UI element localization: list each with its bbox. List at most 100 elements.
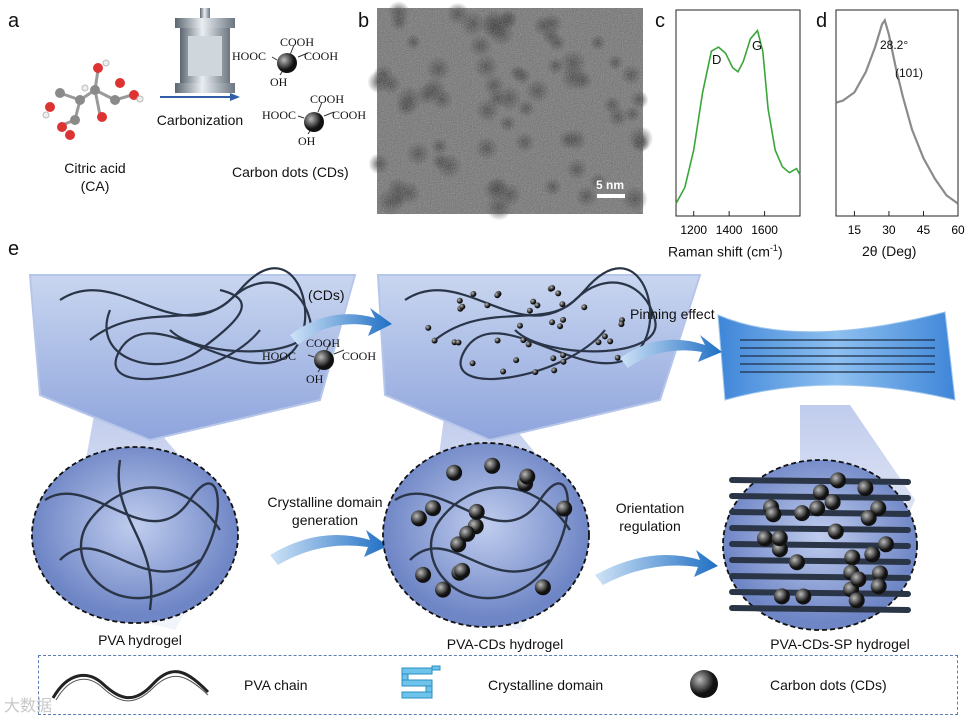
carbon-dot (519, 469, 535, 485)
aligned-pva-chain (732, 528, 908, 530)
carbon-dot (871, 578, 887, 594)
x-tick-label: 1600 (751, 223, 778, 237)
carbon-dot (457, 298, 463, 304)
orientation-label-1: Orientation (590, 500, 710, 516)
raman-xlabel: Raman shift (cm-1) (668, 243, 783, 260)
crystalline-domain-label-2: generation (255, 512, 395, 528)
carbon-dot (789, 554, 805, 570)
carbon-dot (470, 360, 476, 366)
carbon-dot (446, 465, 462, 481)
carbon-dot (454, 563, 470, 579)
xrd-xlabel: 2θ (Deg) (862, 243, 916, 259)
pva-chain-legend-label: PVA chain (244, 677, 308, 693)
carbon-dot (415, 567, 431, 583)
carbon-dot (517, 323, 523, 329)
cooh-label: COOH (342, 349, 376, 364)
pva-cds-sp-hydrogel-zoom (723, 460, 917, 630)
carbon-dot (615, 355, 621, 361)
carbon-dot (774, 588, 790, 604)
carbon-dot (425, 500, 441, 516)
carbon-dot (794, 505, 810, 521)
carbon-dot (456, 340, 462, 346)
xrd-peak-angle: 28.2° (880, 38, 908, 52)
pva-cds-hydrogel-zoom (383, 443, 589, 627)
cooh-label: COOH (304, 49, 338, 64)
carbon-dot (435, 582, 451, 598)
x-tick-label: 15 (848, 223, 862, 237)
xrd-peak-plane: (101) (895, 66, 923, 80)
cooh-label: COOH (280, 35, 314, 50)
carbon-dot (828, 524, 844, 540)
carbon-dot (425, 325, 431, 331)
carbon-dot (513, 357, 519, 363)
carbon-dot (500, 369, 506, 375)
carbon-dot (535, 579, 551, 595)
carbon-dot (878, 536, 894, 552)
carbon-dot (549, 319, 555, 325)
crystalline-arrow (270, 530, 388, 565)
carbon-dot (484, 302, 490, 308)
carbon-dot (560, 352, 566, 358)
carbon-dot (534, 302, 540, 308)
carbon-dot (602, 333, 608, 339)
carbon-dot (849, 592, 865, 608)
carbon-dot (555, 290, 561, 296)
pva-hydrogel-label: PVA hydrogel (60, 632, 220, 648)
carbon-dot (484, 458, 500, 474)
pva-hydrogel-cube (30, 268, 355, 440)
panel-d-label: d (816, 10, 827, 33)
carbon-dot (459, 304, 465, 310)
x-tick-label: 1400 (716, 223, 743, 237)
watermark: 大数据 (4, 692, 52, 716)
hooc-label: HOOC (232, 49, 266, 64)
raman-xlabel-main: Raman shift (cm (668, 244, 770, 260)
carbon-dot (561, 359, 567, 365)
autoclave-reactor-icon (170, 8, 240, 100)
oh-label: OH (270, 75, 287, 90)
pva-hydrogel-zoom (32, 447, 238, 623)
crystalline-domain-label-1: Crystalline domain (255, 494, 395, 510)
scale-bar-label: 5 nm (596, 178, 624, 192)
carbon-dot (459, 526, 475, 542)
hooc-label: HOOC (262, 108, 296, 123)
pva-cds-sp-hydrogel-stretched (718, 312, 955, 400)
oh-label: OH (306, 372, 323, 387)
aligned-pva-chain (732, 480, 908, 482)
carbon-dot (557, 323, 563, 329)
carbonization-label: Carbonization (150, 112, 250, 128)
carbon-dot (861, 510, 877, 526)
carbon-dot (830, 472, 846, 488)
carbon-dot (550, 355, 556, 361)
carbon-dot (844, 550, 860, 566)
carbon-dot (411, 510, 427, 526)
panel-b-label: b (358, 10, 369, 33)
carbon-dot (549, 285, 555, 291)
carbon-dot (495, 338, 501, 344)
carbon-dot (581, 304, 587, 310)
panel-a-label: a (8, 10, 19, 33)
carbon-dot (432, 338, 438, 344)
g-peak-label: G (752, 38, 762, 53)
carbon-dot (596, 339, 602, 345)
carbon-dot (551, 367, 557, 373)
carbon-dot (494, 292, 500, 298)
raman-xlabel-sup: -1 (770, 243, 778, 253)
citric-acid-molecule (40, 55, 150, 145)
carbon-dot (757, 530, 773, 546)
x-tick-label: 45 (917, 223, 931, 237)
carbon-dot (560, 317, 566, 323)
carbon-dots-legend-label: Carbon dots (CDs) (770, 677, 887, 693)
carbon-dot (469, 504, 485, 520)
cds-label: (CDs) (308, 287, 345, 303)
orientation-arrow (595, 550, 718, 585)
carbon-dot (527, 308, 533, 314)
raman-chart: 120014001600 (676, 10, 800, 220)
carbon-dot (556, 501, 572, 517)
carbon-dot (607, 338, 613, 344)
carbon-dot (559, 301, 565, 307)
pva-chain-legend-icon (48, 662, 218, 708)
citric-acid-name: Citric acid (40, 160, 150, 176)
orientation-label-2: regulation (590, 518, 710, 534)
carbonization-arrow (160, 92, 240, 102)
citric-acid-abbr: (CA) (40, 178, 150, 194)
